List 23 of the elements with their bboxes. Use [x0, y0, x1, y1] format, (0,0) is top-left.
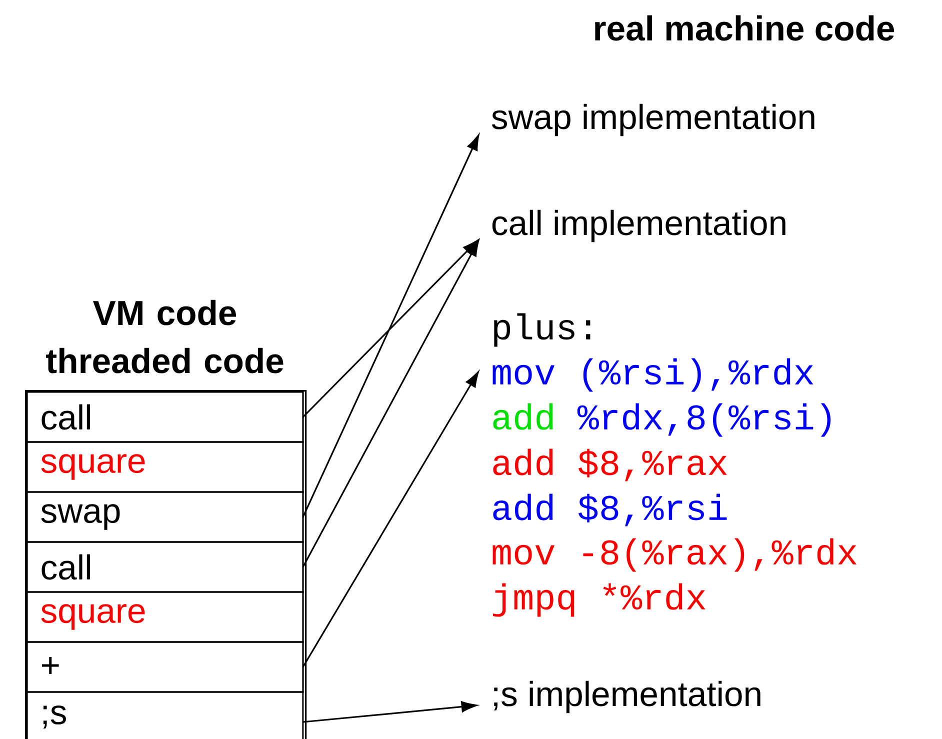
table-cell: swap — [26, 491, 304, 543]
table-cell: ;s — [26, 691, 304, 739]
arrow — [302, 134, 480, 518]
title: real machine code — [595, 15, 894, 41]
implementation-label: ;s implementation — [494, 680, 760, 714]
table-cell: square — [26, 441, 304, 493]
arrow — [302, 371, 479, 668]
arrow — [302, 701, 477, 723]
code-line: add $8,%rax — [493, 448, 727, 482]
table-cell: call — [26, 391, 304, 443]
code-line: jmpq *%rdx — [493, 583, 706, 617]
code-line: add $8,%rsi — [493, 494, 727, 526]
table-cell: square — [26, 591, 304, 643]
arrow — [302, 240, 479, 568]
code-line: plus: — [494, 313, 590, 347]
implementation-label: call implementation — [492, 210, 786, 242]
implementation-label: swap implementation — [492, 104, 814, 136]
code-line: mov (%rsi),%rdx — [492, 358, 814, 392]
table-cell: call — [26, 541, 304, 593]
table-cell: + — [26, 641, 304, 693]
code-line: mov -8(%rax),%rdx — [492, 538, 856, 572]
arrow — [302, 240, 478, 418]
code-line: add %rdx,8(%rsi) — [493, 403, 830, 437]
